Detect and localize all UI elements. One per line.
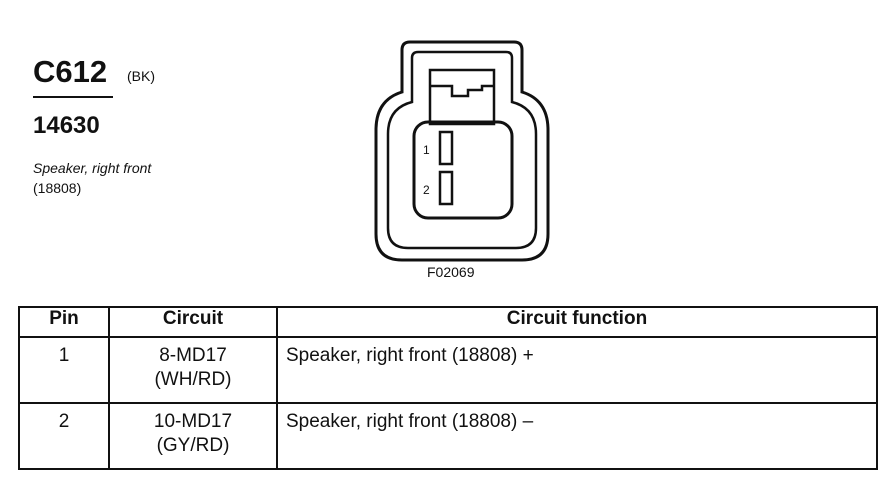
connector-description-ref: (18808) bbox=[33, 180, 82, 196]
header-pin: Pin bbox=[18, 306, 110, 338]
terminal-cavity-2 bbox=[438, 170, 454, 206]
locking-tab-notch bbox=[430, 84, 494, 98]
circuit-wire-color: (GY/RD) bbox=[156, 435, 230, 456]
locking-tab bbox=[428, 68, 496, 126]
pin-label-1: 1 bbox=[423, 143, 430, 157]
cell-circuit: 8-MD17 (WH/RD) bbox=[108, 336, 278, 404]
cell-circuit-function: Speaker, right front (18808) – bbox=[276, 402, 878, 470]
connector-housing-inner bbox=[386, 50, 538, 250]
connector-color: (BK) bbox=[127, 68, 155, 84]
table-row: 2 10-MD17 (GY/RD) Speaker, right front (… bbox=[18, 402, 878, 470]
circuit-wire-color: (WH/RD) bbox=[154, 369, 232, 390]
connector-id: C612 bbox=[33, 54, 108, 89]
part-number: 14630 bbox=[33, 112, 100, 139]
header-circuit: Circuit bbox=[108, 306, 278, 338]
mating-face bbox=[412, 120, 514, 220]
cell-circuit-function: Speaker, right front (18808) + bbox=[276, 336, 878, 404]
table-header-row: Pin Circuit Circuit function bbox=[18, 306, 878, 338]
cell-pin: 2 bbox=[18, 402, 110, 470]
circuit-code: 8-MD17 bbox=[159, 345, 227, 366]
terminal-cavity-1 bbox=[438, 130, 454, 166]
pin-label-2: 2 bbox=[423, 183, 430, 197]
connector-housing-outer bbox=[374, 40, 550, 262]
connector-description: Speaker, right front bbox=[33, 160, 152, 176]
cell-circuit: 10-MD17 (GY/RD) bbox=[108, 402, 278, 470]
pinout-table: Pin Circuit Circuit function 1 8-MD17 (W… bbox=[18, 306, 878, 470]
connector-face-diagram: 1 2 bbox=[374, 40, 550, 262]
header-circuit-function: Circuit function bbox=[276, 306, 878, 338]
figure-code: F02069 bbox=[427, 264, 475, 280]
title-underline bbox=[33, 96, 113, 98]
circuit-code: 10-MD17 bbox=[153, 411, 233, 432]
table-row: 1 8-MD17 (WH/RD) Speaker, right front (1… bbox=[18, 336, 878, 404]
cell-pin: 1 bbox=[18, 336, 110, 404]
